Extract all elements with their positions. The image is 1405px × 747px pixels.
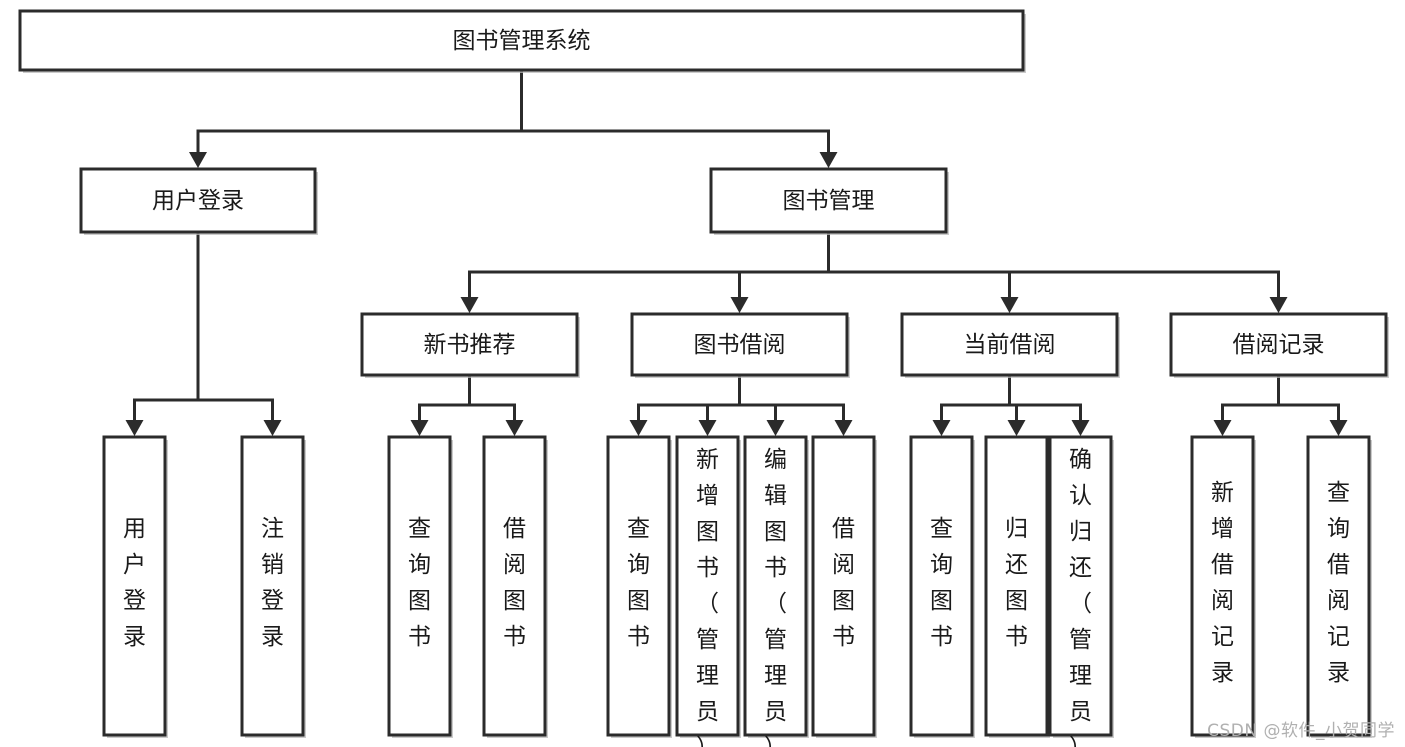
node-label: 归还图书 <box>1005 516 1028 650</box>
node-rect[interactable] <box>18 9 1025 72</box>
node-leaf-2[interactable]: 查询图书 <box>387 435 453 738</box>
arrow-head-icon <box>189 152 207 168</box>
node-l2-3[interactable]: 借阅记录 <box>1169 312 1389 378</box>
arrow-head-icon <box>1071 420 1090 436</box>
arrow-head-icon <box>1213 420 1232 436</box>
node-rect[interactable] <box>811 435 876 737</box>
node-rect[interactable] <box>240 435 305 737</box>
arrow-head-icon <box>263 420 282 436</box>
arrow-head-icon <box>410 420 429 436</box>
arrow-head-icon <box>1329 420 1348 436</box>
node-label: 确认归还（管理员） <box>1069 447 1092 747</box>
node-rect[interactable] <box>743 435 808 737</box>
node-rect[interactable] <box>909 435 974 737</box>
node-leaf-7[interactable]: 借阅图书 <box>811 435 877 738</box>
node-label: 当前借阅 <box>964 332 1056 358</box>
node-rect[interactable] <box>675 435 740 737</box>
node-leaf-8[interactable]: 查询图书 <box>909 435 975 738</box>
arrow-head-icon <box>125 420 144 436</box>
arrow-head-icon <box>1000 297 1019 313</box>
arrow-head-icon <box>460 297 479 313</box>
node-root-0[interactable]: 图书管理系统 <box>18 9 1026 73</box>
node-rect[interactable] <box>1190 435 1255 737</box>
node-label: 新增借阅记录 <box>1211 480 1234 686</box>
node-boxes: 图书管理系统用户登录图书管理新书推荐图书借阅当前借阅借阅记录用户登录注销登录查询… <box>18 9 1389 747</box>
node-rect[interactable] <box>1048 435 1113 737</box>
node-rect[interactable] <box>1169 312 1388 377</box>
node-rect[interactable] <box>102 435 167 737</box>
node-leaf-10[interactable]: 确认归还（管理员） <box>1048 435 1114 747</box>
arrow-head-icon <box>698 420 717 436</box>
node-label: 查询图书 <box>930 516 953 650</box>
node-leaf-6[interactable]: 编辑图书（管理员） <box>743 435 809 747</box>
node-rect[interactable] <box>630 312 849 377</box>
node-label: 查询图书 <box>627 516 650 650</box>
node-leaf-12[interactable]: 查询借阅记录 <box>1306 435 1372 738</box>
arrow-head-icon <box>834 420 853 436</box>
arrow-head-icon <box>932 420 951 436</box>
node-label: 新书推荐 <box>424 332 516 358</box>
node-l2-2[interactable]: 当前借阅 <box>900 312 1120 378</box>
node-rect[interactable] <box>79 167 317 234</box>
connector-lines <box>125 68 1348 436</box>
node-leaf-9[interactable]: 归还图书 <box>984 435 1050 738</box>
node-label: 借阅图书 <box>503 516 526 650</box>
node-leaf-11[interactable]: 新增借阅记录 <box>1190 435 1256 738</box>
node-label: 新增图书（管理员） <box>696 447 719 747</box>
node-label: 图书管理系统 <box>453 28 591 54</box>
arrow-head-icon <box>1269 297 1288 313</box>
node-label: 编辑图书（管理员） <box>764 447 787 747</box>
node-label: 查询借阅记录 <box>1327 480 1350 686</box>
arrow-head-icon <box>819 152 838 168</box>
node-rect[interactable] <box>984 435 1049 737</box>
node-label: 注销登录 <box>261 516 284 650</box>
node-leaf-4[interactable]: 查询图书 <box>606 435 672 738</box>
node-label: 借阅记录 <box>1233 332 1325 358</box>
node-label: 查询图书 <box>408 516 431 650</box>
arrow-head-icon <box>1007 420 1026 436</box>
node-rect[interactable] <box>606 435 671 737</box>
node-rect[interactable] <box>900 312 1119 377</box>
node-rect[interactable] <box>360 312 579 377</box>
node-rect[interactable] <box>387 435 452 737</box>
node-rect[interactable] <box>709 167 948 234</box>
arrow-head-icon <box>766 420 785 436</box>
node-leaf-3[interactable]: 借阅图书 <box>482 435 548 738</box>
node-label: 图书管理 <box>783 188 875 214</box>
arrow-head-icon <box>730 297 749 313</box>
node-l2-1[interactable]: 图书借阅 <box>630 312 850 378</box>
node-leaf-0[interactable]: 用户登录 <box>102 435 168 738</box>
node-leaf-5[interactable]: 新增图书（管理员） <box>675 435 741 747</box>
node-leaf-1[interactable]: 注销登录 <box>240 435 306 738</box>
node-rect[interactable] <box>1306 435 1371 737</box>
node-l2-0[interactable]: 新书推荐 <box>360 312 580 378</box>
arrow-head-icon <box>505 420 524 436</box>
arrow-head-icon <box>629 420 648 436</box>
node-l1-1[interactable]: 图书管理 <box>709 167 949 235</box>
node-label: 用户登录 <box>152 188 244 214</box>
node-rect[interactable] <box>482 435 547 737</box>
node-label: 图书借阅 <box>694 332 786 358</box>
node-label: 借阅图书 <box>832 516 855 650</box>
node-label: 用户登录 <box>123 516 146 650</box>
node-l1-0[interactable]: 用户登录 <box>79 167 318 235</box>
